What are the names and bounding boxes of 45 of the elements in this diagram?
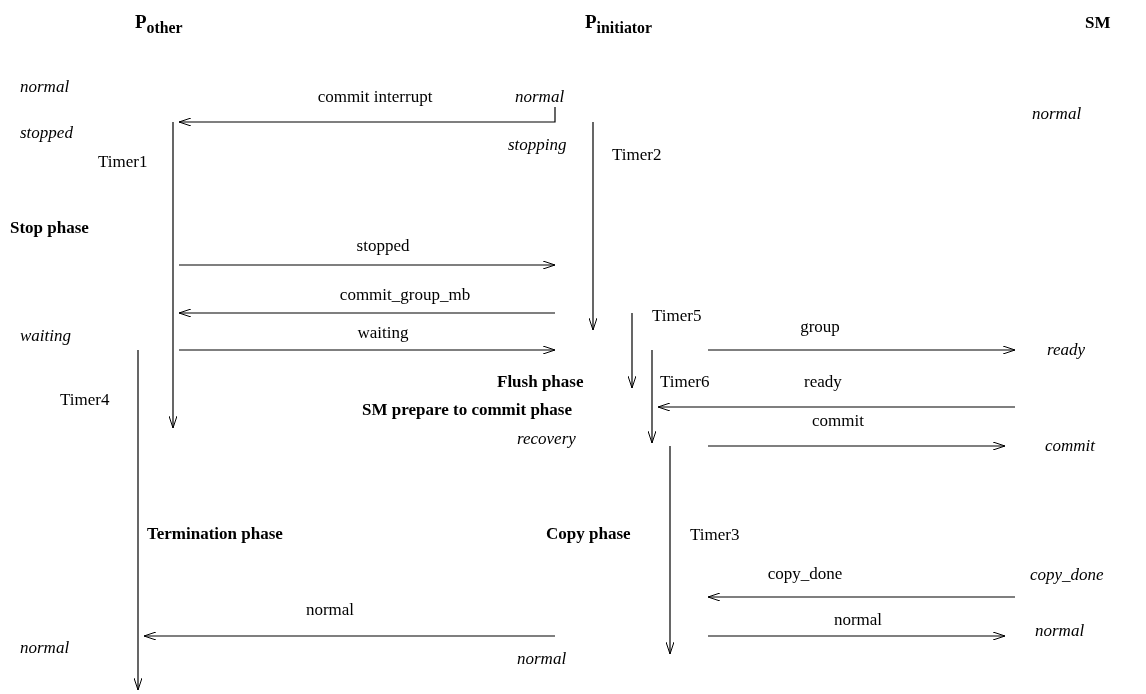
message-arrow — [178, 345, 556, 355]
participant-heading: P$_{initiator}$ — [585, 12, 652, 38]
message-arrow — [178, 308, 556, 318]
message-arrow — [657, 402, 1016, 412]
state-label: recovery — [517, 429, 576, 449]
timer-lifeline — [132, 350, 144, 690]
state-label: waiting — [20, 326, 71, 346]
timer-label: Timer2 — [612, 145, 662, 165]
phase-label: Stop phase — [10, 219, 89, 236]
participant-heading: P$_{other}$ — [135, 12, 183, 38]
state-label: commit — [1005, 436, 1096, 456]
phase-label: SM prepare to commit phase — [362, 401, 572, 418]
timer-label: Timer4 — [60, 390, 110, 410]
timer-lifeline — [664, 446, 676, 654]
state-label: stopping — [508, 135, 567, 155]
state-label: normal — [20, 638, 70, 658]
state-label: normal — [20, 77, 70, 97]
state-label: copy_done — [1015, 565, 1104, 585]
state-label: normal — [517, 649, 567, 669]
state-label: normal — [515, 87, 565, 107]
state-label: normal — [1005, 621, 1085, 641]
edge-label: ready — [802, 372, 844, 392]
state-label: normal — [1032, 104, 1082, 124]
timer-label: Timer3 — [690, 525, 740, 545]
timer-label: Timer6 — [660, 372, 710, 392]
timer-lifeline — [167, 122, 179, 428]
phase-label: Flush phase — [497, 373, 584, 390]
edge-label: stopped — [354, 236, 412, 256]
state-label: ready — [1015, 340, 1086, 360]
edge-label: commit_group_mb — [337, 285, 473, 305]
message-arrow — [707, 592, 1016, 602]
edge-label: copy_done — [765, 564, 845, 584]
timer-lifeline — [646, 350, 658, 443]
message-arrow — [178, 106, 556, 127]
participant-heading: SM — [1085, 14, 1111, 31]
timer-label: Timer1 — [98, 152, 148, 172]
message-arrow — [707, 441, 1006, 451]
timer-label: Timer5 — [652, 306, 702, 326]
state-label: stopped — [20, 123, 73, 143]
message-arrow — [707, 631, 1006, 641]
timer-lifeline — [587, 122, 599, 330]
message-arrow — [143, 631, 556, 641]
timer-lifeline — [626, 313, 638, 388]
message-arrow — [178, 260, 556, 270]
message-arrow — [707, 345, 1016, 355]
